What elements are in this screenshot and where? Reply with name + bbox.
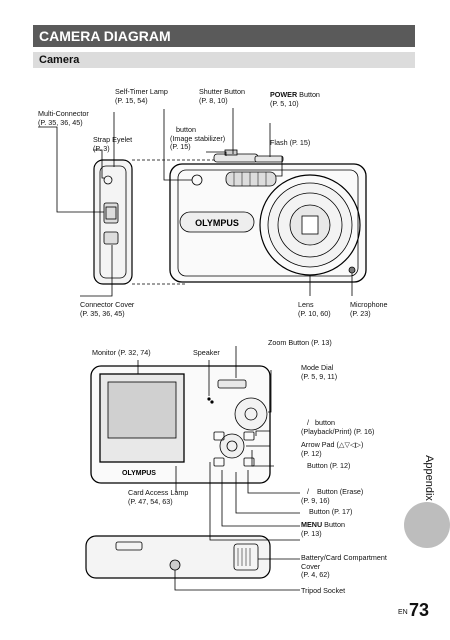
label-disp-button: Button (P. 17) (301, 507, 353, 516)
label-menu-button: MENU Button (P. 13) (301, 520, 345, 538)
label-multi-connector: Multi-Connector (P. 35, 36, 45) (38, 109, 89, 127)
multi-connector-port (103, 202, 119, 224)
label-monitor: Monitor (P. 32, 74) (92, 348, 151, 357)
back-brand-logo: OLYMPUS (122, 470, 156, 477)
microphone (348, 266, 356, 274)
label-speaker: Speaker (193, 348, 220, 357)
strap-eyelet (103, 175, 113, 185)
label-connector-cover: Connector Cover (P. 35, 36, 45) (80, 300, 135, 318)
camera-bottom-view (85, 535, 271, 579)
arrow-pad (219, 433, 245, 459)
label-power-button: POWER Button (P. 5, 10) (270, 90, 320, 108)
front-brand-logo: OLYMPUS (195, 218, 239, 228)
battery-card-cover (233, 543, 259, 571)
label-card-access-lamp: Card Access Lamp (P. 47, 54, 63) (128, 488, 189, 506)
section-title: Camera (33, 52, 415, 68)
label-strap-eyelet: Strap Eyelet (P. 3) (93, 135, 133, 153)
label-battery-cover: Battery/Card Compartment Cover (P. 4, 62… (301, 553, 387, 580)
label-stabilizer-button: button (Image stabilizer) (P. 15) (170, 125, 226, 152)
tripod-socket (169, 559, 181, 571)
label-erase-button: / Button (Erase) (P. 9, 16) (301, 487, 364, 505)
flash-window (225, 171, 277, 187)
label-playback-button: / button (Playback/Print) (P. 16) (301, 418, 375, 436)
page-number: 73 (409, 600, 430, 620)
page-title: CAMERA DIAGRAM (33, 25, 415, 47)
label-microphone: Microphone (P. 23) (350, 300, 388, 318)
label-self-timer-lamp: Self-Timer Lamp (P. 15, 54) (115, 87, 168, 105)
appendix-tab-marker (404, 502, 450, 548)
label-shutter-button: Shutter Button (P. 8, 10) (199, 87, 245, 105)
label-flash: Flash (P. 15) (270, 138, 311, 147)
ok-button (226, 440, 238, 452)
label-mode-dial: Mode Dial (P. 5, 9, 11) (301, 363, 338, 381)
label-lens: Lens (P. 10, 60) (298, 300, 331, 318)
label-arrow-pad: Arrow Pad (△▽◁▷) (P. 12) (301, 440, 364, 458)
label-zoom-button: Zoom Button (P. 13) (268, 338, 332, 347)
mode-dial (234, 397, 268, 431)
footer-language: EN (398, 609, 408, 616)
label-ok-button: Button (P. 12) (301, 461, 351, 470)
side-tab-appendix: Appendix (423, 455, 435, 501)
zoom-button (217, 379, 247, 389)
label-tripod-socket: Tripod Socket (301, 586, 346, 595)
connector-cover (103, 231, 119, 245)
speaker-holes (207, 397, 211, 401)
